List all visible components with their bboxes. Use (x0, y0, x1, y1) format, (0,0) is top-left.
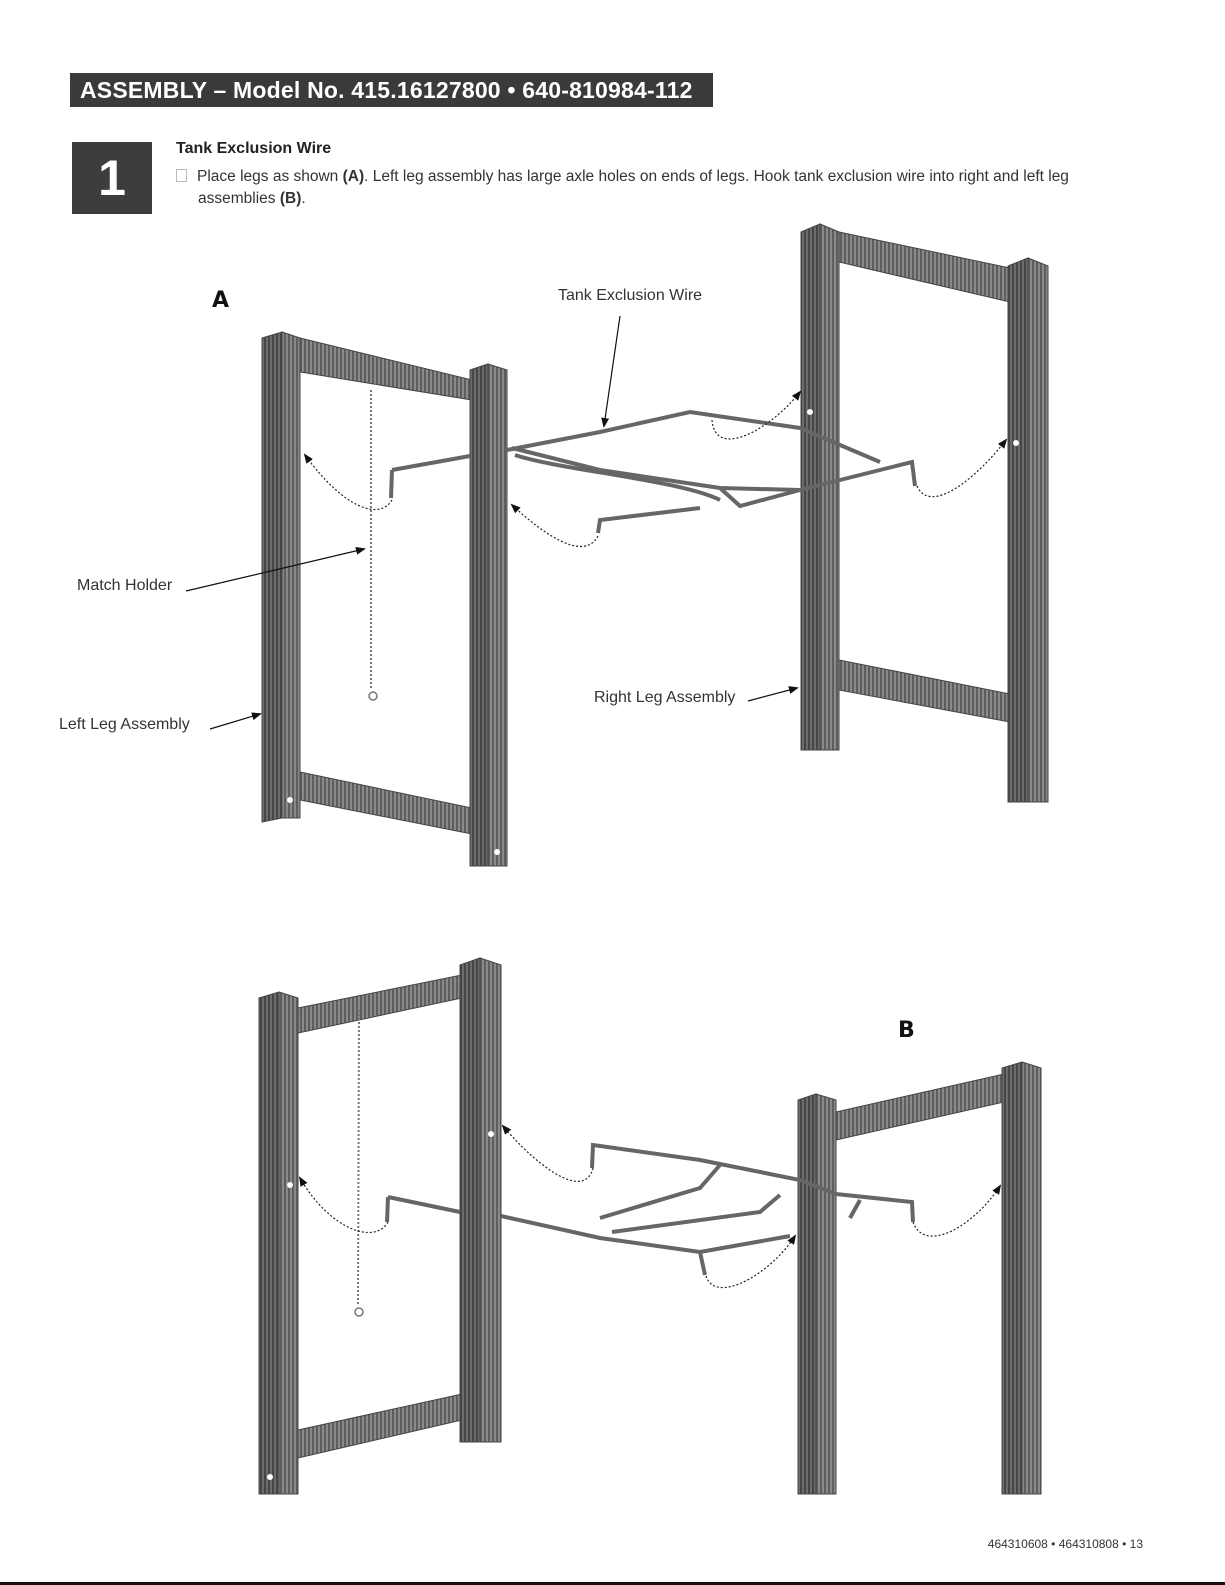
hook-arrows-a (303, 390, 1008, 548)
callout-tank-exclusion-wire: Tank Exclusion Wire (558, 287, 703, 304)
tank-exclusion-wire-b (385, 1142, 915, 1276)
step-number: 1 (72, 142, 152, 214)
figure-a-label: A (212, 288, 230, 313)
page-footer: 464310608 • 464310808 • 13 (987, 1537, 1143, 1551)
step-instructions: Place legs as shown (A). Left leg assemb… (176, 166, 1136, 210)
callout-lines-a (185, 315, 799, 730)
hook-arrows-b (298, 1124, 1002, 1289)
left-leg-assembly-a (261, 331, 508, 867)
step-title: Tank Exclusion Wire (176, 140, 332, 157)
tank-exclusion-wire-a (389, 409, 917, 534)
callout-match-holder: Match Holder (77, 577, 173, 594)
checkbox-icon (176, 169, 187, 182)
callout-left-leg-assembly: Left Leg Assembly (59, 716, 190, 733)
figure-b-label: B (898, 1018, 915, 1043)
right-leg-assembly-b (797, 1061, 1042, 1495)
left-leg-assembly-b (258, 957, 502, 1495)
bottom-rule (0, 1582, 1225, 1585)
callout-right-leg-assembly: Right Leg Assembly (594, 689, 736, 706)
section-banner: ASSEMBLY – Model No. 415.16127800 • 640-… (70, 73, 713, 107)
right-leg-assembly-a (800, 223, 1049, 803)
